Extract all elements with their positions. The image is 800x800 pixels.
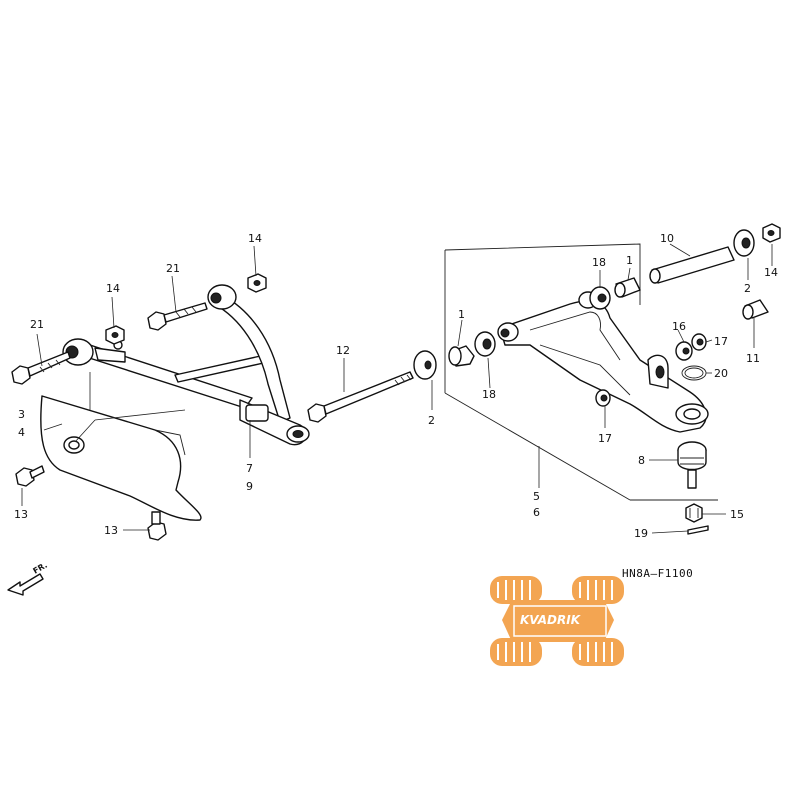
callout-2: 2 [428, 414, 435, 427]
callout-13: 13 [14, 508, 28, 521]
lower-arm [497, 291, 709, 433]
callout-16: 16 [672, 320, 686, 333]
bolt-21-rear [147, 302, 208, 331]
arm-guard-plate [40, 395, 202, 521]
circlip-20 [681, 365, 707, 381]
callout-21: 21 [30, 318, 44, 331]
callout-10: 10 [660, 232, 674, 245]
front-direction-marker: FR. [7, 561, 49, 596]
callout-9: 9 [246, 480, 253, 493]
callout-18: 18 [482, 388, 496, 401]
callout-3: 3 [18, 408, 25, 421]
upper-arm-rear-bushing [207, 284, 237, 310]
upper-arm-ball-joint-end [239, 399, 310, 446]
pivot-pipe-10 [649, 246, 735, 284]
callout-4: 4 [18, 426, 25, 439]
callout-14: 14 [248, 232, 262, 245]
bolt-13-guard [15, 465, 45, 487]
callout-17: 17 [714, 335, 728, 348]
callout-13: 13 [104, 524, 118, 537]
callout-14: 14 [106, 282, 120, 295]
castle-nut-15 [685, 503, 703, 523]
callout-18: 18 [592, 256, 606, 269]
callout-1: 1 [626, 254, 633, 267]
callout-1: 1 [458, 308, 465, 321]
leader-lines [21, 243, 773, 534]
nut-14-rear [247, 273, 267, 293]
dust-seal-17-lower [595, 389, 611, 407]
callout-15: 15 [730, 508, 744, 521]
collar-11 [742, 299, 769, 320]
collar-1-top [614, 277, 641, 298]
nut-14-front [105, 325, 125, 345]
bolt-12 [307, 371, 414, 423]
kvadrik-watermark-logo: KVADRIK свобода движения [490, 576, 624, 666]
dust-seal-16 [675, 341, 693, 361]
callout-19: 19 [634, 527, 648, 540]
callout-7: 7 [246, 462, 253, 475]
watermark-name: KVADRIK [520, 613, 582, 627]
bushing-18-left [474, 331, 496, 357]
diagram-code: HN8A–F1100 [622, 567, 693, 580]
cotter-pin-19 [687, 525, 709, 535]
callout-14: 14 [764, 266, 778, 279]
washer-2-left [413, 350, 437, 380]
callout-21: 21 [166, 262, 180, 275]
callout-2: 2 [744, 282, 751, 295]
bushing-18-top [589, 286, 611, 310]
lower-arm-assembly-frame [444, 243, 718, 501]
callout-11: 11 [746, 352, 760, 365]
nut-14-right [762, 223, 781, 243]
bolt-21-front [11, 351, 71, 385]
washer-2-right [733, 229, 755, 257]
upper-arm [62, 284, 310, 446]
callout-5: 5 [533, 490, 540, 503]
callout-6: 6 [533, 506, 540, 519]
callout-17: 17 [598, 432, 612, 445]
dust-seal-17-right [691, 333, 707, 351]
callout-labels: 21 21 14 14 3 4 13 13 7 9 12 2 1 18 5 6 … [14, 232, 778, 540]
callout-20: 20 [714, 367, 728, 380]
ball-joint-8 [677, 441, 707, 489]
watermark-tagline: свобода движения [532, 628, 582, 634]
callout-12: 12 [336, 344, 350, 357]
bolt-13-lower [147, 511, 167, 541]
callout-8: 8 [638, 454, 645, 467]
collar-1-left [448, 345, 475, 367]
